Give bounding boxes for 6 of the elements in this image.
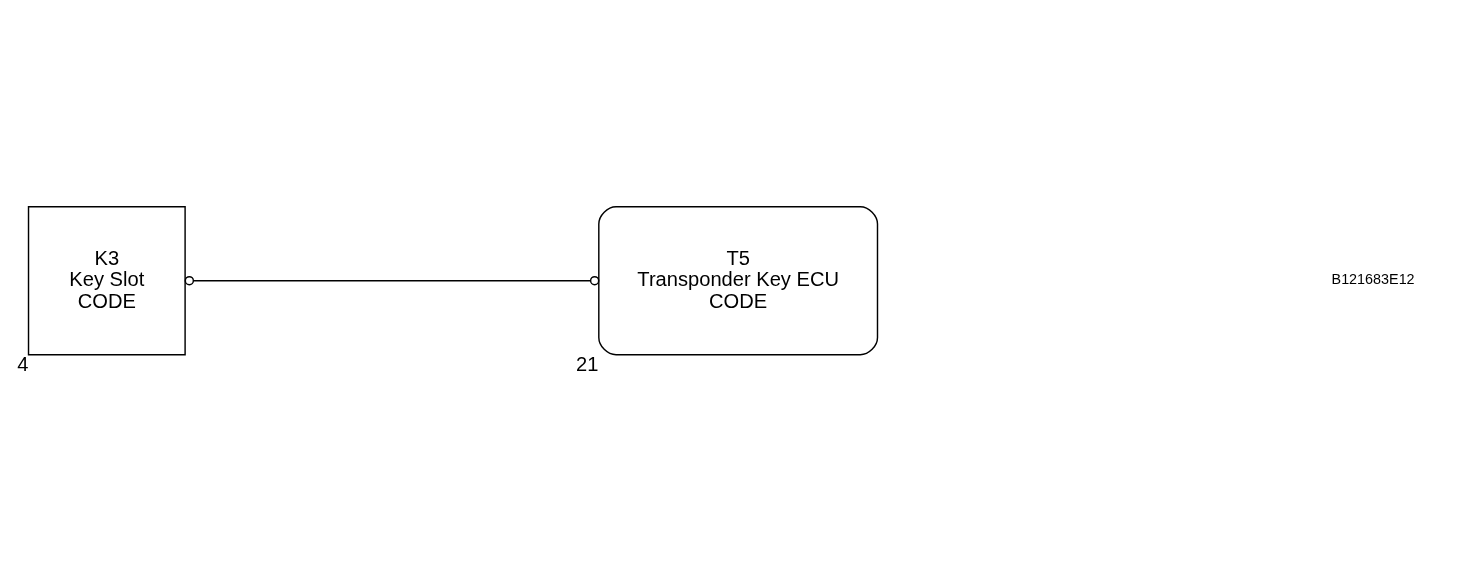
connector (184, 275, 600, 285)
node-label: 21 (576, 352, 599, 375)
label: B121683E12 (1331, 270, 1415, 287)
node-label: 4 (17, 352, 29, 375)
node-box: K3 Key Slot CODE (27, 205, 186, 355)
node-box: T5 Transponder Key ECU CODE (598, 205, 879, 355)
